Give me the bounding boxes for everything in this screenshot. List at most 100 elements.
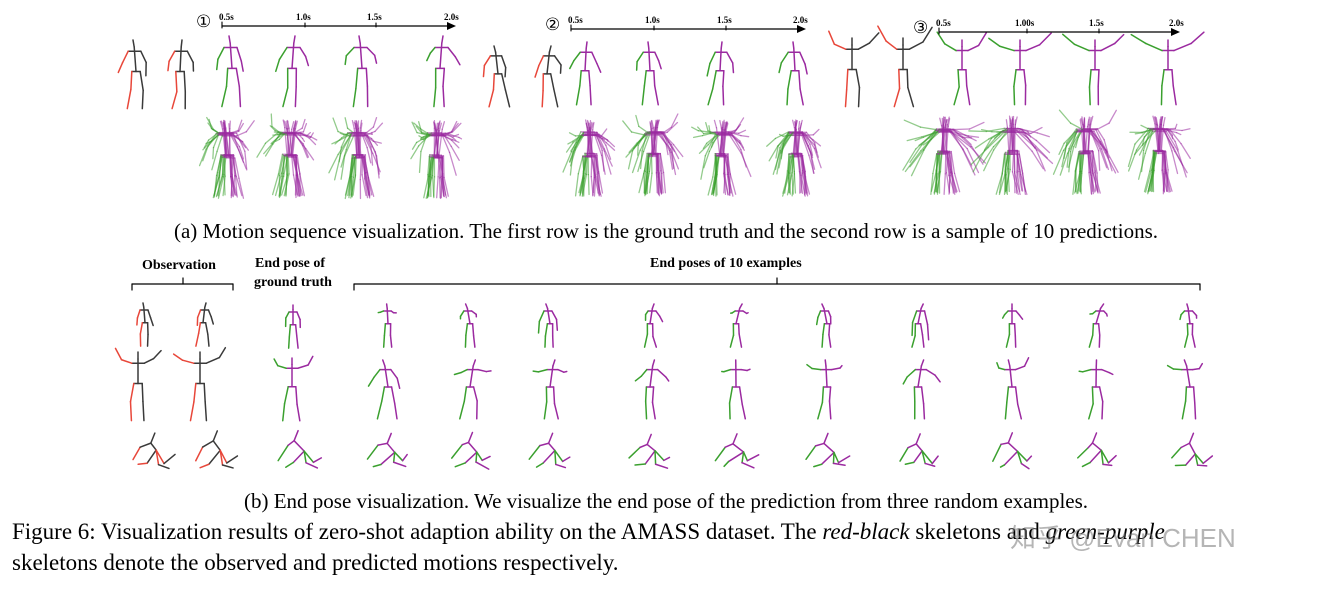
skeleton-bone <box>933 173 938 195</box>
figure-caption-middle: skeletons and <box>909 519 1046 544</box>
skeleton-bone <box>205 356 221 364</box>
skeleton-bone <box>223 174 226 196</box>
skeleton-bone <box>839 364 843 369</box>
skeleton-bone <box>644 171 649 194</box>
skeleton-bone <box>601 137 606 141</box>
skeleton-bone <box>659 152 665 174</box>
skeleton-bone <box>1088 86 1091 106</box>
skeleton-bone <box>373 368 381 379</box>
skeleton-bone <box>654 450 665 462</box>
skeleton-bone <box>821 333 824 348</box>
skeleton-bone <box>1074 170 1081 194</box>
skeleton-bone <box>719 119 723 129</box>
skeleton-bone <box>640 368 648 377</box>
skeleton-bone <box>797 153 801 174</box>
skeleton-bone <box>367 177 371 198</box>
skeleton-bone <box>738 333 743 348</box>
skeleton-bone <box>722 85 725 106</box>
skeleton-bone <box>202 141 211 151</box>
skeleton-bone <box>1172 146 1184 166</box>
skeleton-bone <box>594 134 603 156</box>
skeleton-bone <box>1152 172 1155 193</box>
skeleton-bone <box>331 139 341 145</box>
skeleton-bone <box>596 134 603 152</box>
skeleton-bone <box>1094 172 1101 194</box>
skeleton-figure <box>911 303 930 348</box>
skeleton-bone <box>581 170 584 194</box>
skeleton-bone <box>657 59 662 70</box>
skeleton-bone <box>1011 153 1015 173</box>
skeleton-bone <box>643 70 647 87</box>
skeleton-figure <box>377 303 397 348</box>
skeleton-bone <box>812 128 820 136</box>
skeleton-bone <box>366 146 372 164</box>
skeleton-bone <box>141 382 144 403</box>
skeleton-bone <box>361 174 367 197</box>
skeleton-bone <box>383 323 387 337</box>
skeleton-bone <box>534 64 540 78</box>
skeleton-bone <box>727 451 745 463</box>
skeleton-bone <box>294 86 297 108</box>
skeleton-bone <box>1104 152 1117 174</box>
skeleton-bone <box>1150 151 1156 171</box>
skeleton-bone <box>594 153 599 174</box>
skeleton-bone <box>630 131 646 136</box>
skeleton-bone <box>355 121 359 131</box>
skeleton-bone <box>150 442 157 451</box>
skeleton-bone <box>967 44 980 52</box>
skeleton-bone <box>729 131 736 135</box>
skeleton-bone <box>711 70 717 90</box>
skeleton-bone <box>775 145 779 159</box>
skeleton-bone <box>296 403 301 422</box>
skeleton-bone <box>1152 115 1156 125</box>
skeleton-bone <box>199 463 210 469</box>
skeleton-bone <box>732 433 738 445</box>
skeleton-bone <box>596 131 607 146</box>
skeleton-bone <box>1161 68 1165 87</box>
skeleton-bone <box>538 55 545 67</box>
skeleton-bone <box>171 90 178 110</box>
skeleton-bone <box>438 177 441 199</box>
skeleton-bone <box>215 58 219 71</box>
skeleton-bone <box>411 141 418 150</box>
skeleton-bone <box>230 173 233 197</box>
skeleton-bone <box>328 153 339 174</box>
skeleton-bone <box>293 120 297 130</box>
skeleton-bone <box>130 70 133 91</box>
skeleton-bone <box>930 170 938 192</box>
skeleton-bone <box>454 462 466 468</box>
skeleton-bone <box>950 131 971 148</box>
skeleton-bone <box>567 140 574 145</box>
skeleton-bone <box>396 377 401 390</box>
skeleton-bone <box>270 113 273 128</box>
skeleton-figure <box>707 121 740 196</box>
skeleton-bone <box>1079 119 1083 129</box>
skeleton-bone <box>126 88 132 110</box>
skeleton-bone <box>229 132 240 151</box>
skeleton-bone <box>155 449 160 466</box>
skeleton-bone <box>725 122 729 132</box>
skeleton-bone <box>1091 386 1094 405</box>
skeleton-bone <box>665 143 669 156</box>
skeleton-bone <box>1172 85 1177 106</box>
skeleton-bone <box>551 310 558 321</box>
skeleton-bone <box>238 85 242 108</box>
skeleton-bone <box>799 119 803 129</box>
skeleton-bone <box>606 139 609 142</box>
skeleton-bone <box>467 441 478 453</box>
skeleton-bone <box>237 119 243 132</box>
skeleton-bone <box>948 151 953 174</box>
skeleton-bone <box>1058 109 1072 124</box>
skeleton-bone <box>594 134 604 140</box>
skeleton-bone <box>741 461 755 469</box>
skeleton-bone <box>704 133 717 157</box>
skeleton-bone <box>417 121 423 133</box>
skeleton-bone <box>1030 126 1043 135</box>
skeleton-bone <box>898 68 901 90</box>
skeleton-bone <box>1180 310 1186 316</box>
skeleton-bone <box>465 323 469 336</box>
skeleton-bone <box>947 117 951 127</box>
skeleton-bone <box>1063 131 1076 144</box>
skeleton-bone <box>1081 150 1085 172</box>
skeleton-bone <box>442 155 445 179</box>
